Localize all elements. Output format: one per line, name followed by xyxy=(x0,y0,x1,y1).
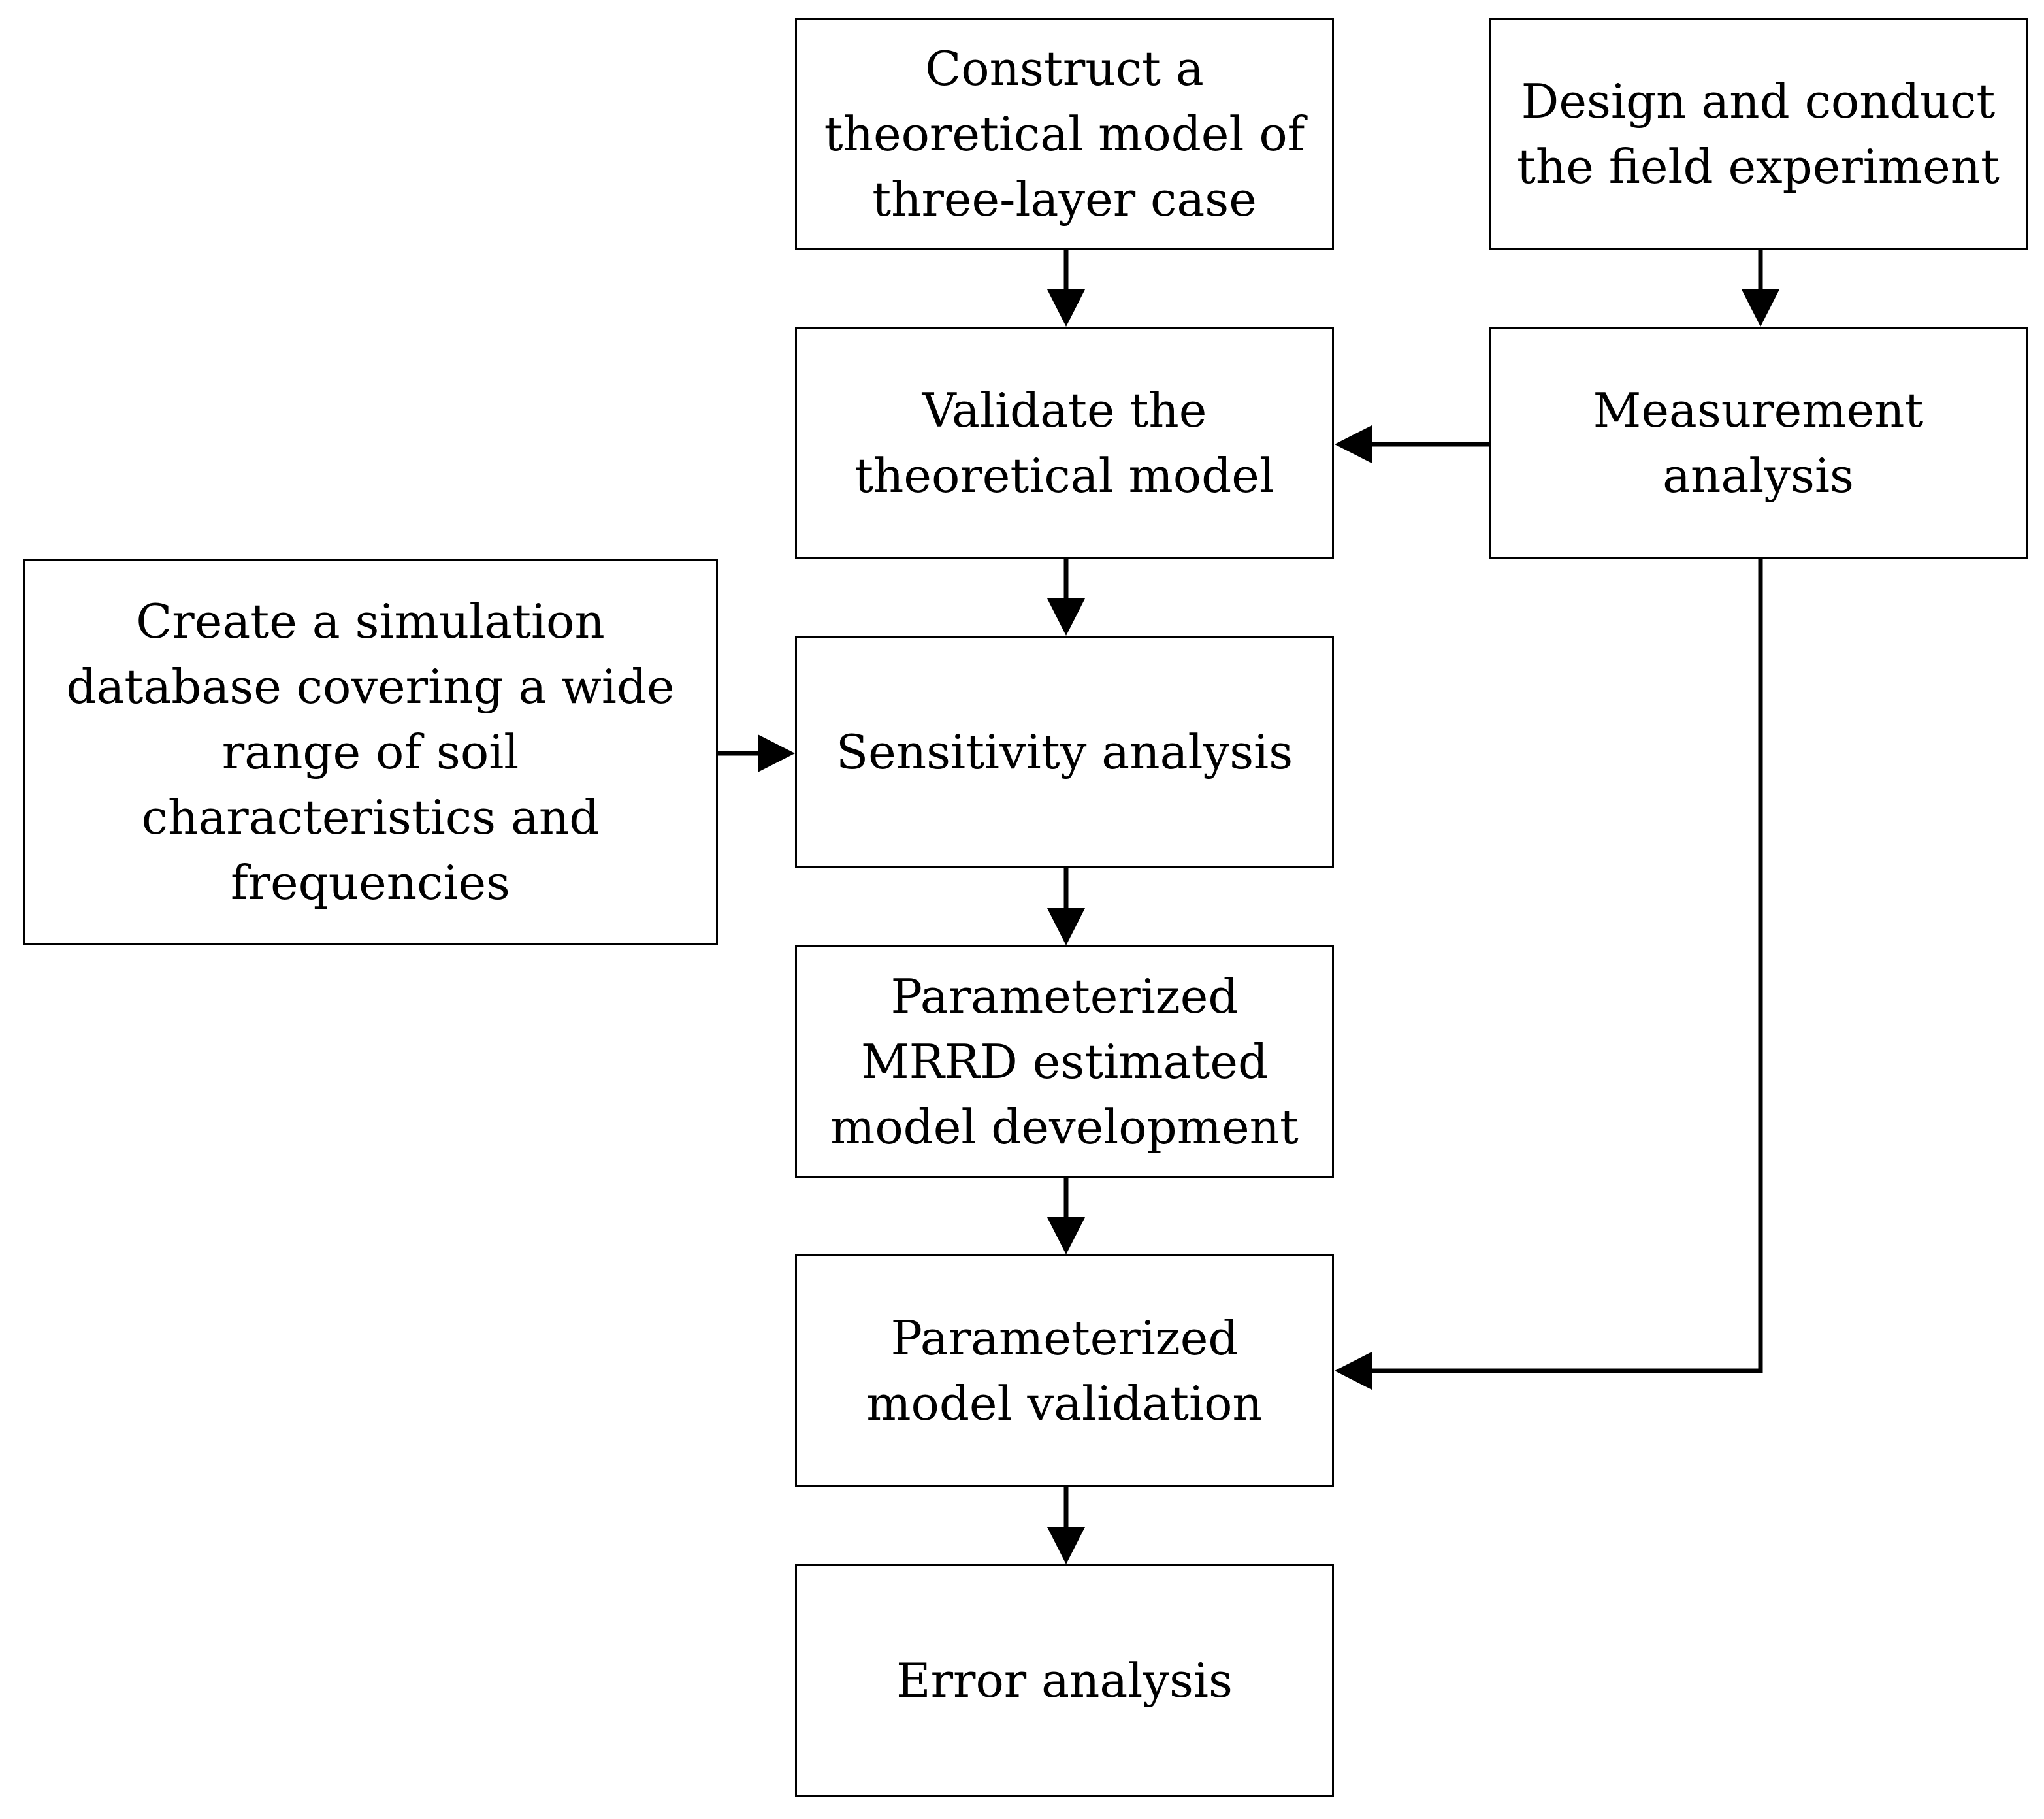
arrowhead-simulation-to-sensitivity xyxy=(758,734,795,772)
arrowhead-sensitivity-to-development xyxy=(1047,908,1085,945)
arrow-measurement-to-validation xyxy=(1369,559,1763,1373)
node-parameterized-validation: Parameterized model validation xyxy=(795,1254,1334,1487)
node-design-experiment-label: Design and conduct the field experiment xyxy=(1517,73,2000,194)
node-parameterized-development: Parameterized MRRD estimated model devel… xyxy=(795,945,1334,1178)
arrowhead-design-to-measurement xyxy=(1742,289,1779,327)
arrowhead-construct-to-validate xyxy=(1047,289,1085,327)
node-error-analysis-label: Error analysis xyxy=(896,1653,1233,1708)
node-measurement-analysis-label: Measurement analysis xyxy=(1593,383,1924,503)
node-parameterized-development-label: Parameterized MRRD estimated model devel… xyxy=(830,969,1299,1155)
node-measurement-analysis: Measurement analysis xyxy=(1489,327,2028,559)
node-simulation-database: Create a simulation database covering a … xyxy=(23,559,718,945)
node-parameterized-validation-label: Parameterized model validation xyxy=(866,1311,1263,1431)
node-sensitivity-analysis: Sensitivity analysis xyxy=(795,636,1334,868)
node-construct-model-label: Construct a theoretical model of three-l… xyxy=(824,41,1305,227)
node-error-analysis: Error analysis xyxy=(795,1564,1334,1797)
arrowhead-development-to-validation xyxy=(1047,1217,1085,1254)
node-construct-model: Construct a theoretical model of three-l… xyxy=(795,18,1334,250)
node-design-experiment: Design and conduct the field experiment xyxy=(1489,18,2028,250)
node-sensitivity-analysis-label: Sensitivity analysis xyxy=(835,725,1293,779)
node-simulation-database-label: Create a simulation database covering a … xyxy=(66,594,675,910)
node-validate-model: Validate the theoretical model xyxy=(795,327,1334,559)
arrowhead-validation-to-error xyxy=(1047,1527,1085,1564)
arrowhead-validate-to-sensitivity xyxy=(1047,598,1085,636)
node-validate-model-label: Validate the theoretical model xyxy=(854,383,1274,503)
arrowhead-measurement-to-validation xyxy=(1335,1352,1372,1390)
arrowhead-measurement-to-validate xyxy=(1335,425,1372,463)
